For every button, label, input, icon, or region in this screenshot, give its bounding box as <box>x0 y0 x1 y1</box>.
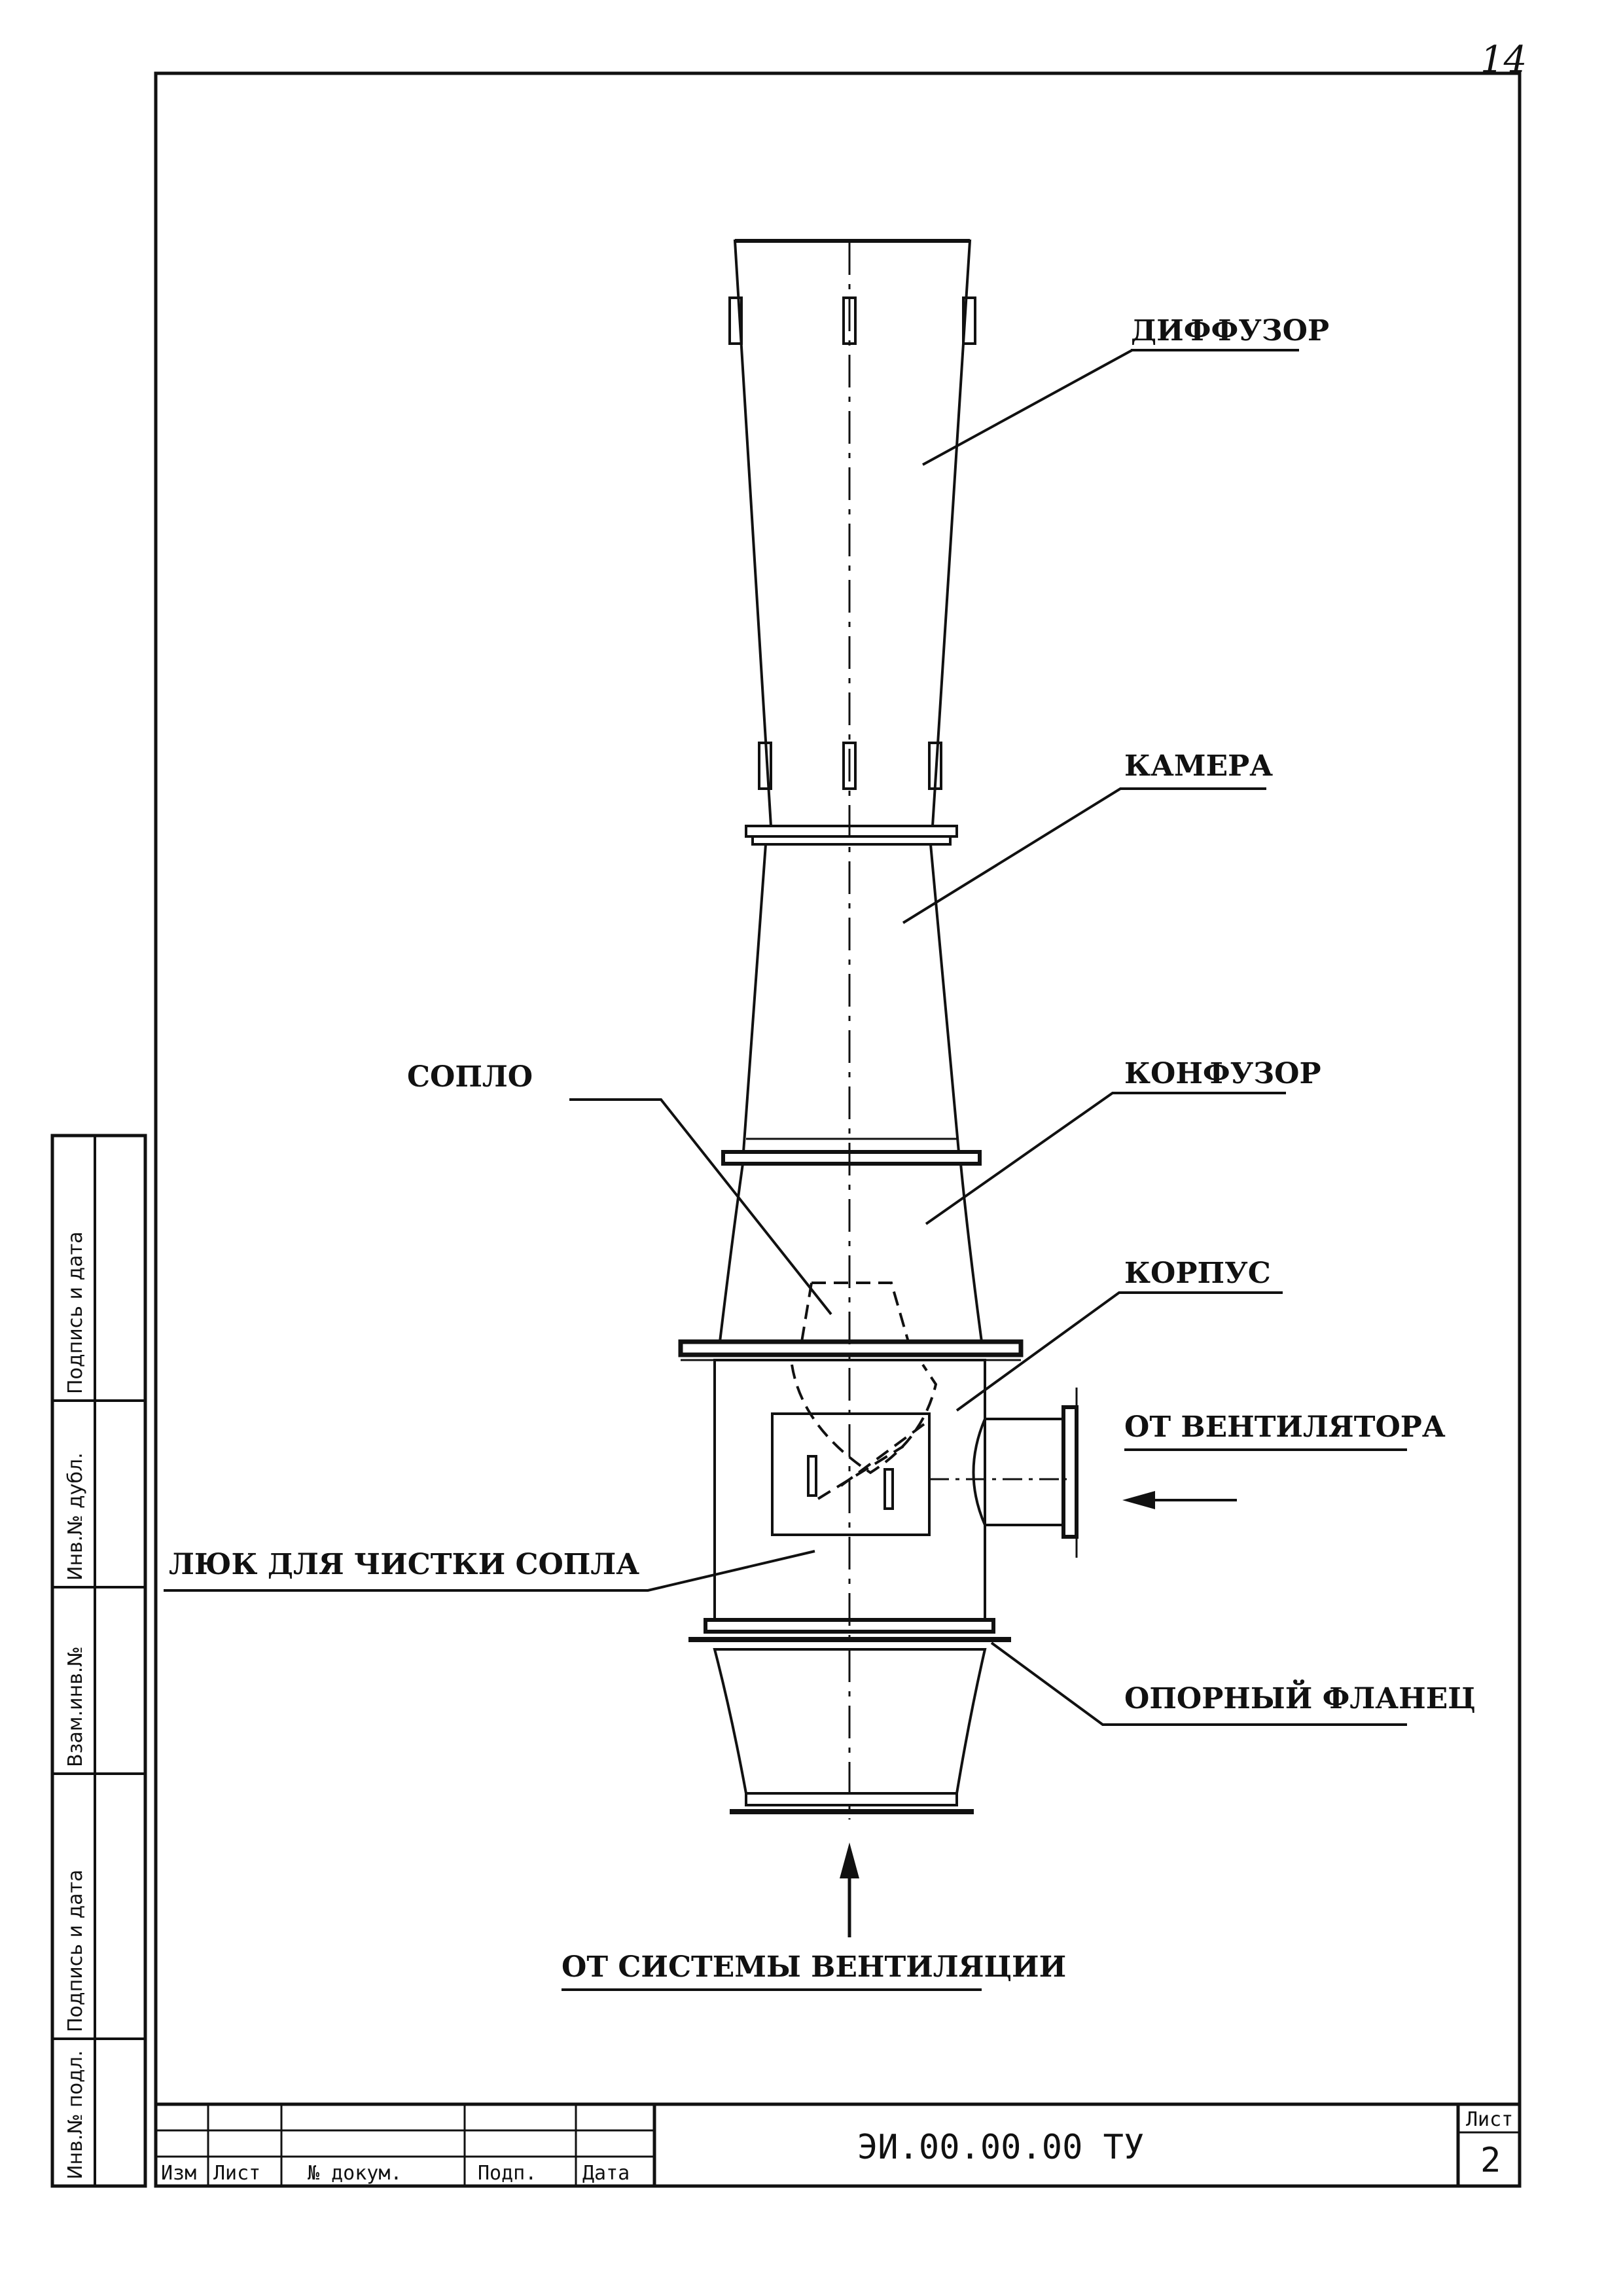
nozzle-hidden <box>791 1282 1067 1500</box>
leader-confuser <box>925 1092 1286 1225</box>
support-flange <box>688 1618 1011 1642</box>
document-code: ЭИ.00.00.00 ТУ <box>857 2128 1144 2167</box>
leader-support-flange <box>990 1641 1407 1726</box>
chamber-body <box>741 843 961 1153</box>
cleaning-hatch <box>771 1412 931 1536</box>
side-stamp: Подпись и дата Инв.№ дубл. Взам.инв.№ По… <box>50 1134 147 2188</box>
leader-lines <box>164 349 1407 1726</box>
label-housing: КОРПУС <box>1124 1257 1271 1290</box>
side-stamp-cell-5: Инв.№ подл. <box>64 2051 87 2179</box>
callout-labels: ДИФФУЗОР КАМЕРА СОПЛО КОНФУЗОР КОРПУС ОТ… <box>169 314 1476 1991</box>
label-diffuser: ДИФФУЗОР <box>1131 314 1329 348</box>
leader-nozzle <box>569 1098 832 1316</box>
ejector-apparatus <box>678 239 1079 1820</box>
label-support-flange: ОПОРНЫЙ ФЛАНЕЦ <box>1124 1679 1476 1715</box>
sheet-number: 2 <box>1480 2141 1501 2180</box>
confuser-body <box>718 1162 984 1343</box>
side-stamp-cell-2: Инв.№ дубл. <box>64 1452 87 1581</box>
leader-diffuser <box>922 349 1299 466</box>
drawing-frame <box>154 71 1522 2188</box>
title-col-change: Изм <box>161 2162 196 2185</box>
flange-confuser-housing <box>678 1339 1024 1361</box>
leader-housing <box>955 1291 1283 1412</box>
bottom-inlet-body <box>713 1648 987 1814</box>
leader-chamber <box>902 787 1266 924</box>
sheet-label: Лист <box>1466 2108 1513 2131</box>
side-stamp-cell-1: Подпись и дата <box>64 1232 87 1395</box>
label-confuser: КОНФУЗОР <box>1124 1057 1321 1090</box>
title-col-date: Дата <box>582 2162 630 2185</box>
label-nozzle: СОПЛО <box>407 1060 533 1094</box>
flange-chamber-confuser <box>721 1150 982 1166</box>
side-stamp-cell-3: Взам.инв.№ <box>64 1646 87 1767</box>
diffuser-body <box>728 239 976 827</box>
label-hatch: ЛЮК ДЛЯ ЧИСТКИ СОПЛА <box>169 1548 639 1581</box>
flange-diffuser-chamber <box>745 825 958 846</box>
title-col-document: № докум. <box>308 2162 402 2185</box>
housing-body <box>713 1359 1079 1621</box>
side-stamp-cell-4: Подпись и дата <box>64 1870 87 2033</box>
title-col-sheet: Лист <box>213 2162 260 2185</box>
label-from-ventilation: ОТ СИСТЕМЫ ВЕНТИЛЯЦИИ <box>562 1950 1066 1984</box>
flow-arrow-fan <box>1122 1491 1237 1509</box>
label-chamber: КАМЕРА <box>1124 749 1273 783</box>
flow-arrow-ventilation <box>840 1842 859 1937</box>
leader-hatch <box>164 1550 815 1592</box>
title-col-signature: Подп. <box>478 2162 537 2185</box>
title-block: Изм Лист № докум. Подп. Дата ЭИ.00.00.00… <box>156 2102 1520 2186</box>
label-from-fan: ОТ ВЕНТИЛЯТОРА <box>1124 1410 1446 1444</box>
